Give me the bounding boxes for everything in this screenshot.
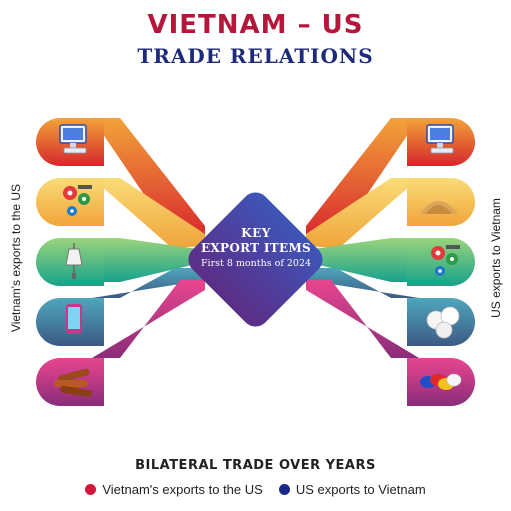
center-key: KEY: [241, 226, 271, 240]
legend-item-vietnam: Vietnam's exports to the US: [85, 482, 263, 497]
legend-dot-red: [85, 484, 97, 495]
grain-pile-icon: [420, 201, 458, 214]
connector-right-3: [306, 238, 419, 282]
machinery-gears-icon: [431, 245, 460, 276]
connector-left-2: [92, 178, 205, 248]
computer-icon: [59, 124, 87, 154]
center-diamond: [188, 192, 323, 327]
connector-left-5: [92, 280, 205, 358]
page-title: VIETNAM – US: [147, 10, 364, 40]
right-axis-label: US exports to Vietnam: [489, 198, 503, 318]
connector-right-4: [306, 268, 419, 298]
center-caption: KEY EXPORT ITEMS First 8 months of 2024: [186, 226, 326, 269]
footer-title: BILATERAL TRADE OVER YEARS: [135, 458, 376, 473]
phone-icon: [66, 304, 82, 334]
connector-right-2: [306, 178, 419, 248]
legend: Vietnam's exports to the US US exports t…: [0, 482, 511, 497]
colored-yarn-icon: [420, 373, 462, 390]
center-period: First 8 months of 2024: [200, 258, 312, 269]
right-pill-3: [407, 238, 475, 286]
left-pill-2: [36, 178, 104, 226]
connector-right-5: [306, 280, 419, 358]
legend-label-us: US exports to Vietnam: [295, 482, 426, 497]
left-connectors: [92, 118, 205, 358]
right-connectors: [306, 118, 419, 358]
connector-left-3: [92, 238, 205, 282]
machinery-gears-icon: [63, 185, 92, 216]
garment-icon: [65, 243, 83, 279]
legend-dot-blue: [278, 484, 290, 495]
connector-right-1: [306, 118, 419, 240]
connector-left-4: [92, 268, 205, 298]
center-export-items: EXPORT ITEMS: [200, 241, 312, 255]
left-axis-label: Vietnam's exports to the US: [9, 183, 23, 333]
computer-icon: [426, 124, 454, 154]
wood-logs-icon: [54, 368, 92, 398]
connector-left-1: [92, 118, 205, 240]
cotton-icon: [426, 306, 460, 339]
page-subtitle: TRADE RELATIONS: [137, 44, 374, 68]
legend-label-vietnam: Vietnam's exports to the US: [102, 482, 263, 497]
legend-item-us: US exports to Vietnam: [278, 482, 426, 497]
